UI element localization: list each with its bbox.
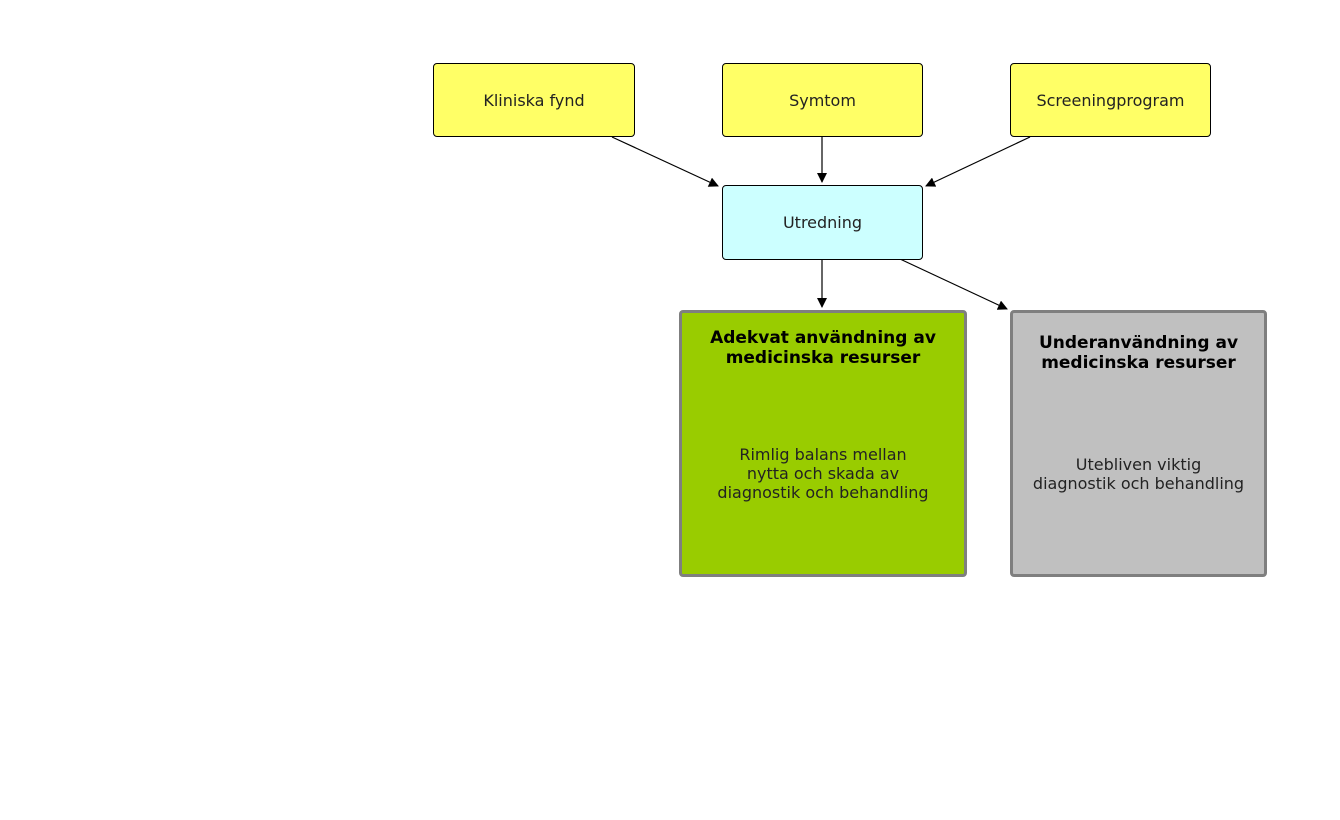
adequate-use-description: Rimlig balans mellan nytta och skada av … [717, 445, 929, 502]
node-clinical-findings: Kliniska fynd [433, 63, 635, 137]
node-screening-program-label: Screeningprogram [1036, 90, 1185, 110]
node-underuse: Underanvändning av medicinska resurser U… [1010, 310, 1267, 577]
node-screening-program: Screeningprogram [1010, 63, 1211, 137]
arrow-investigation-to-underuse [899, 258, 1008, 310]
node-symptoms-label: Symtom [789, 90, 856, 110]
node-clinical-findings-label: Kliniska fynd [483, 90, 585, 110]
node-investigation-label: Utredning [782, 213, 863, 232]
arrow-clinical-to-investigation [611, 136, 719, 187]
node-investigation: Utredning [722, 185, 923, 260]
underuse-description: Utebliven viktig diagnostik och behandli… [1032, 455, 1245, 493]
node-symptoms: Symtom [722, 63, 923, 137]
node-adequate-use: Adekvat användning av medicinska resurse… [679, 310, 967, 577]
arrow-screening-to-investigation [925, 136, 1031, 187]
underuse-title: Underanvändning av medicinska resurser [1038, 333, 1239, 373]
adequate-use-title: Adekvat användning av medicinska resurse… [710, 328, 936, 368]
